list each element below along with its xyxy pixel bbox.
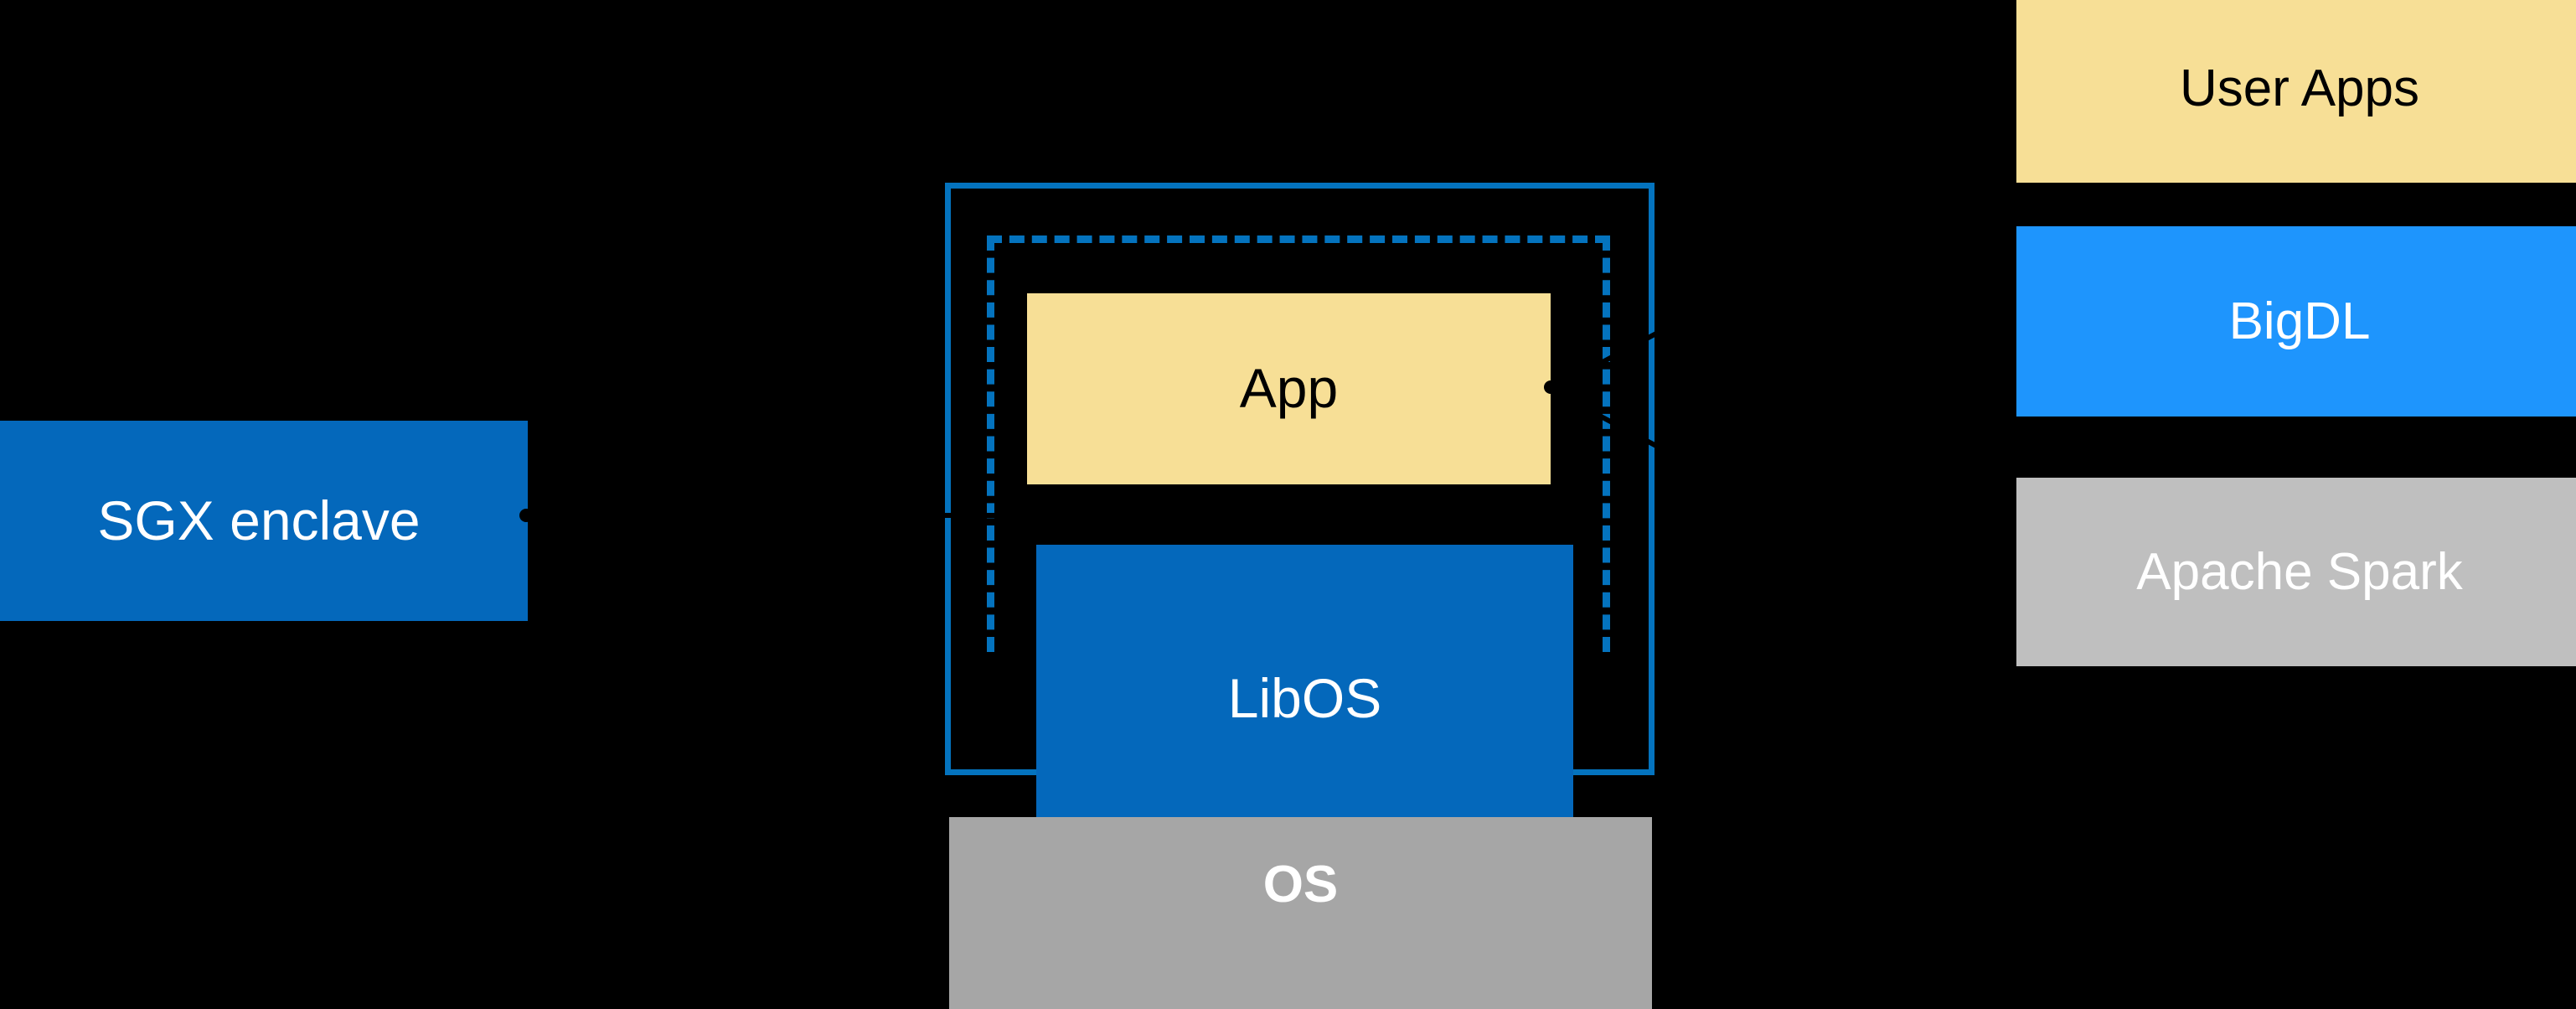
connector-sgx-arrowhead-icon [519, 509, 533, 522]
apache-spark-box[interactable]: Apache Spark [2016, 478, 2576, 666]
libos-label: LibOS [1227, 667, 1382, 730]
os-box[interactable]: OS [949, 817, 1652, 1009]
libos-boundary-dashed-frame [987, 235, 1610, 652]
libos-box[interactable]: LibOS [1036, 545, 1573, 853]
user-apps-box[interactable]: User Apps [2016, 0, 2576, 183]
connector-sgx-to-enclave-line [526, 513, 1029, 518]
connector-app-arrowhead-icon [1544, 380, 1557, 394]
sgx-enclave-label: SGX enclave [97, 489, 421, 551]
app-box[interactable]: App [1027, 293, 1551, 484]
app-label: App [1239, 357, 1339, 420]
user-apps-label: User Apps [2179, 60, 2420, 118]
sgx-enclave-box[interactable]: SGX enclave [0, 421, 528, 621]
bigdl-box[interactable]: BigDL [2016, 226, 2576, 417]
bigdl-label: BigDL [2228, 292, 2371, 350]
apache-spark-label: Apache Spark [2136, 542, 2463, 601]
os-label: OS [1262, 856, 1339, 913]
